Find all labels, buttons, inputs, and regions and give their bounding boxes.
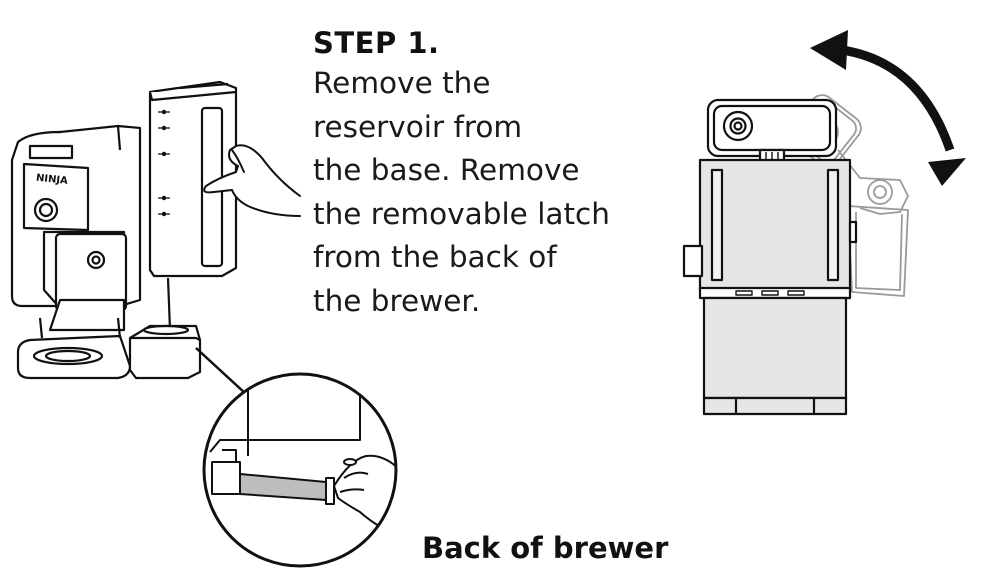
step-text-line-2: reservoir from [313,109,523,144]
zoom-caption: Back of brewer [422,531,669,565]
step-title: STEP 1. [313,26,440,60]
instruction-text-block: STEP 1. Remove the reservoir from the ba… [313,24,673,324]
step-text-line-3: the base. Remove [313,153,580,188]
hand-illustration [203,144,301,217]
top-view-diagram [682,30,966,416]
step-text-line-1: Remove the [313,66,491,100]
rotation-arrow-icon [841,45,955,152]
reservoir-base [128,277,202,380]
brand-logo: NINJA [35,173,68,187]
step-text-line-4: the removable latch [313,196,610,231]
step-text-line-5: from the back of [313,240,557,275]
control-knob-icon [33,197,59,223]
water-reservoir [148,80,238,278]
coffee-brewer: NINJA [10,124,142,380]
zoom-detail-circle [202,372,398,568]
step-text-line-6: the brewer. [313,283,481,318]
callout-leader [195,347,247,395]
